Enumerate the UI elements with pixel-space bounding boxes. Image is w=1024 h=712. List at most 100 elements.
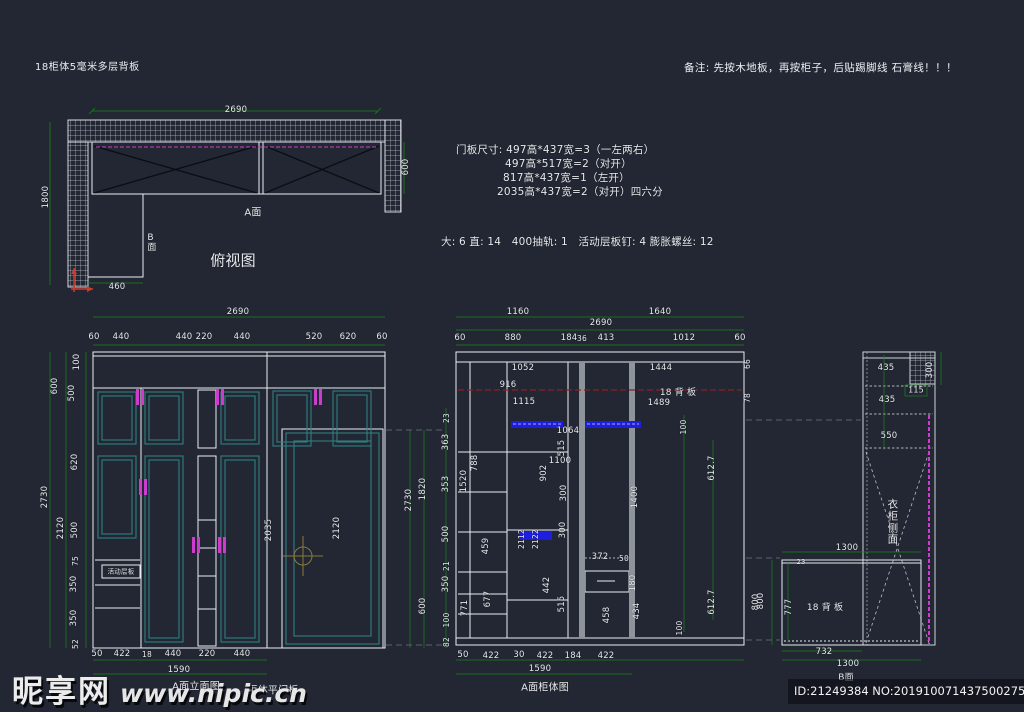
dim-label: 902 bbox=[539, 464, 550, 482]
dim-label: 1520 bbox=[459, 469, 470, 493]
dim-label: 434 bbox=[632, 602, 643, 620]
dim-label: 350 bbox=[69, 609, 80, 627]
door-size-line-4: 2035高*437宽=2（对开）四六分 bbox=[497, 186, 663, 199]
dim-label: 350 bbox=[441, 575, 452, 593]
dim-label: 75 bbox=[70, 556, 80, 566]
sideview-shelf-dashed bbox=[865, 385, 933, 449]
dim-label: 1052 bbox=[511, 363, 535, 374]
ucs-icon bbox=[71, 268, 93, 292]
dim-label: 422 bbox=[536, 651, 554, 662]
drawing-title: 18柜体5毫米多层背板 bbox=[35, 62, 140, 73]
dim-label: 184 bbox=[564, 651, 582, 662]
dim-label: 300 bbox=[925, 361, 936, 379]
dim-label: 440 bbox=[112, 332, 130, 343]
topview-walls bbox=[67, 119, 402, 288]
dim-label: 600 bbox=[418, 597, 429, 615]
label-movable-shelf: 活动层板 bbox=[107, 567, 135, 576]
dim-label: 500 bbox=[67, 384, 78, 402]
alignment-dashed-lines bbox=[386, 419, 861, 646]
dim-label: 100 bbox=[678, 419, 688, 435]
dim-label: 1800 bbox=[41, 185, 52, 209]
caption-b-face-side: B 面 bbox=[147, 232, 157, 253]
caption-a-face: A面 bbox=[244, 207, 262, 219]
dim-label: 771 bbox=[460, 599, 471, 617]
dim-label: 413 bbox=[597, 333, 615, 344]
dim-label: 2690 bbox=[226, 307, 250, 318]
dim-label: 60 bbox=[376, 332, 388, 343]
dim-label: 880 bbox=[504, 333, 522, 344]
elevation-structure bbox=[92, 351, 386, 649]
dim-label: 435 bbox=[878, 395, 896, 406]
dim-label: 620 bbox=[70, 453, 81, 471]
dim-label: 1100 bbox=[548, 456, 572, 467]
dim-label: 2120 bbox=[332, 516, 343, 540]
dim-label: 1590 bbox=[167, 665, 191, 676]
sideview-dimension-lines bbox=[771, 352, 942, 661]
dim-label: 2690 bbox=[589, 318, 613, 329]
caption-door-panel: 柜体平门板 bbox=[247, 685, 299, 697]
dim-label: 184 bbox=[560, 333, 578, 344]
dim-label: 2035 bbox=[264, 518, 275, 542]
dim-label: 2690 bbox=[224, 105, 248, 116]
dim-label: 620 bbox=[339, 332, 357, 343]
label-back-panel-b: 18 背 板 bbox=[806, 602, 844, 613]
dim-label: 60 bbox=[454, 333, 466, 344]
dim-label: 1064 bbox=[556, 426, 580, 437]
dim-label: 1115 bbox=[512, 397, 536, 408]
dim-label: 100 bbox=[674, 620, 684, 636]
dim-label: 442 bbox=[542, 576, 553, 594]
dim-label: 440 bbox=[175, 332, 193, 343]
dim-label: 1640 bbox=[648, 307, 672, 318]
dim-label: 788 bbox=[470, 454, 481, 472]
dim-label: 1400 bbox=[630, 485, 641, 509]
dim-label: 916 bbox=[499, 380, 517, 391]
cabinet-partitions bbox=[579, 362, 635, 638]
dim-label: 50 bbox=[457, 650, 469, 661]
dim-label: 220 bbox=[195, 332, 213, 343]
dim-label: 18 bbox=[142, 649, 152, 659]
dim-label: 600 bbox=[401, 158, 412, 176]
door-size-line-1: 门板尺寸: 497高*437宽=3（一左两右） bbox=[456, 144, 655, 157]
dim-label: 422 bbox=[113, 649, 131, 660]
dim-label: 21 bbox=[441, 561, 451, 571]
dim-label: 2112 bbox=[516, 529, 526, 549]
dim-label: 612.7 bbox=[707, 455, 718, 481]
watermark-site: 昵享网 bbox=[12, 674, 111, 710]
dim-label: 422 bbox=[482, 651, 500, 662]
dim-label: 435 bbox=[877, 363, 895, 374]
watermark: 昵享网 www.nipic.cn bbox=[12, 666, 307, 711]
door-size-line-3: 817高*437宽=1（左开） bbox=[503, 172, 630, 185]
dim-label: 500 bbox=[441, 525, 452, 543]
remark-note: 备注: 先按木地板，再按柜子，后贴踢脚线 石膏线！！！ bbox=[684, 62, 958, 74]
caption-b-face: B面 bbox=[838, 672, 854, 683]
dim-label: 515 bbox=[557, 595, 568, 613]
caption-wardrobe-side: 衣 柜 侧 面 bbox=[887, 498, 899, 546]
dim-label: 1012 bbox=[672, 333, 696, 344]
dim-label: 60 bbox=[88, 332, 100, 343]
dim-label: 2730 bbox=[40, 485, 51, 509]
watermark-url: www.nipic.cn bbox=[120, 679, 307, 708]
dim-label: 1160 bbox=[506, 307, 530, 318]
dim-label: 1820 bbox=[418, 477, 429, 501]
dim-label: 363 bbox=[441, 433, 452, 451]
dim-label: 36 bbox=[577, 333, 587, 343]
dim-label: 78 bbox=[742, 393, 752, 403]
dim-label: 460 bbox=[108, 282, 126, 293]
topview-dimension-lines bbox=[49, 107, 405, 285]
dim-label: 300 bbox=[559, 484, 570, 502]
image-id-stamp: ID:21249384 NO:20191007143750027596 bbox=[788, 679, 1024, 704]
dim-label: 2122 bbox=[530, 529, 540, 549]
dim-label: 82 bbox=[441, 637, 451, 647]
dim-label: 350 bbox=[69, 575, 80, 593]
dim-label: 1300 bbox=[835, 543, 859, 554]
dim-label: 1489 bbox=[647, 398, 671, 409]
hanging-rods bbox=[511, 421, 641, 540]
dim-label: 23 bbox=[796, 558, 806, 567]
dim-label: 500 bbox=[70, 521, 81, 539]
cabinet-dimension-lines bbox=[456, 316, 744, 675]
dim-label: 23 bbox=[441, 413, 451, 423]
dim-label: 50 bbox=[619, 553, 629, 563]
